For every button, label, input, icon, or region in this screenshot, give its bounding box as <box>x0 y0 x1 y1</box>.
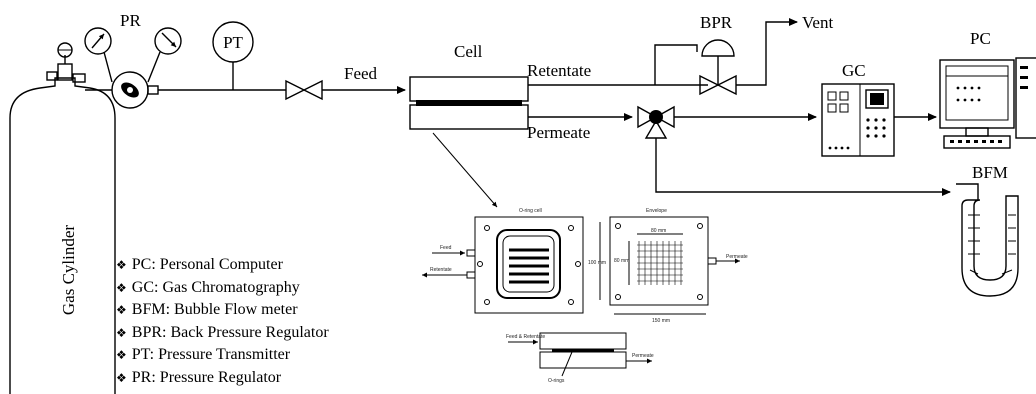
inset-dim-80-top: 80 mm <box>651 228 666 234</box>
bfm-line <box>655 138 951 196</box>
vent-label: Vent <box>802 13 833 32</box>
feed-label: Feed <box>344 64 378 83</box>
inset-feed-label: Feed <box>440 245 452 251</box>
pressure-transmitter <box>212 21 254 90</box>
diamond-bullet-icon: ❖ <box>116 303 127 318</box>
inset-dim-100: 100 mm <box>588 260 606 266</box>
legend-item: ❖BPR: Back Pressure Regulator <box>116 323 329 341</box>
inset-dim-80-side: 80 mm <box>614 258 629 264</box>
legend-item: ❖PT: Pressure Transmitter <box>116 346 291 364</box>
inset-envelope-title: Envelope <box>646 208 667 214</box>
legend-item: ❖BFM: Bubble Flow meter <box>116 301 298 319</box>
inset-o-ring-cell <box>422 216 584 314</box>
diamond-bullet-icon: ❖ <box>116 258 127 272</box>
pt-label: PT <box>223 33 243 52</box>
three-way-valve-icon <box>637 105 675 139</box>
diamond-bullet-icon: ❖ <box>116 325 127 340</box>
legend-item: ❖GC: Gas Chromatography <box>116 278 300 296</box>
legend: ❖PC: Personal Computer ❖GC: Gas Chromato… <box>116 254 329 390</box>
legend-item: ❖PR: Pressure Regulator <box>116 368 282 386</box>
inset-pointer-line <box>432 132 498 208</box>
inset-envelope <box>599 216 740 315</box>
inset-o-ring-title: O-ring cell <box>519 208 542 214</box>
pc-label: PC <box>970 29 991 48</box>
inset-cross-permeate-label: Permeate <box>632 353 654 359</box>
inset-feed-retentate-label: Feed & Retentate <box>506 334 545 340</box>
pr-gauge-right-icon <box>154 27 182 55</box>
inset-cross-section <box>508 332 652 377</box>
vent-line <box>736 18 798 86</box>
inset-envelope-permeate-label: Permeate <box>726 254 748 260</box>
cell-label: Cell <box>454 42 483 61</box>
bfm-label: BFM <box>972 163 1008 182</box>
gc-label: GC <box>842 61 866 80</box>
pressure-regulator <box>84 27 182 109</box>
inset-o-rings-label: O-rings <box>548 378 565 384</box>
retentate-label: Retentate <box>527 61 591 80</box>
bpr-pilot-line <box>654 44 698 85</box>
membrane-cell <box>409 76 529 130</box>
bubble-flow-meter <box>956 183 1019 297</box>
bpr-label: BPR <box>700 13 733 32</box>
gas-cylinder-label: Gas Cylinder <box>59 225 78 316</box>
inset-retentate-label: Retentate <box>430 267 452 273</box>
gas-cylinder <box>9 42 116 394</box>
permeate-label: Permeate <box>527 123 590 142</box>
personal-computer <box>939 57 1036 149</box>
back-pressure-regulator <box>699 39 737 96</box>
inset-dim-150: 150 mm <box>652 318 670 324</box>
legend-item: ❖PC: Personal Computer <box>116 256 283 273</box>
feed-valve-icon <box>285 79 323 101</box>
pr-label: PR <box>120 11 141 30</box>
diamond-bullet-icon: ❖ <box>116 348 127 363</box>
diamond-bullet-icon: ❖ <box>116 370 127 385</box>
pr-gauge-left-icon <box>84 27 112 55</box>
gas-chromatograph <box>821 83 895 157</box>
diamond-bullet-icon: ❖ <box>116 280 127 295</box>
